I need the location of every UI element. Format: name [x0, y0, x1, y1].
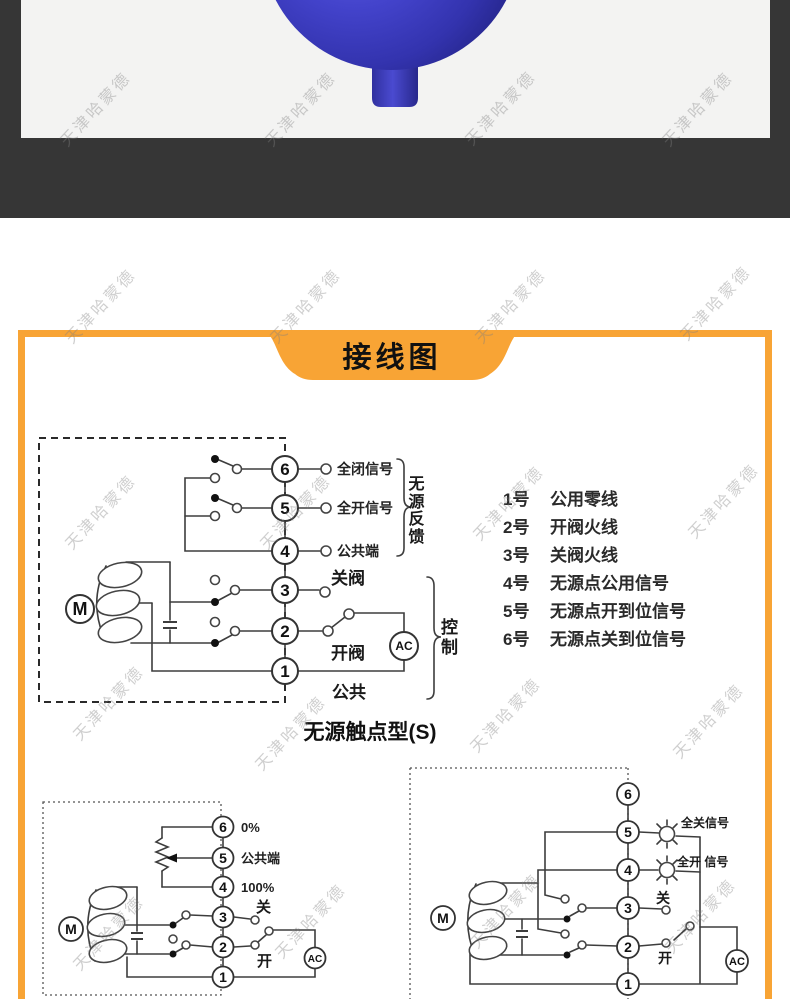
terminal-number: 1 — [219, 969, 227, 985]
label-common-terminal: 公共端 — [337, 543, 379, 559]
terminal-number: 4 — [624, 862, 632, 878]
legend-row: 5号无源点开到位信号 — [503, 595, 743, 623]
switch-contacts — [209, 455, 355, 647]
legend-terminal-desc: 无源点开到位信号 — [550, 601, 686, 621]
diagram-caption: 无源触点型(S) — [303, 721, 437, 744]
legend-terminal-desc: 关阀火线 — [550, 545, 618, 565]
label-close: 关 — [656, 890, 670, 906]
legend-terminal-number: 2号 — [503, 517, 530, 537]
capacitor — [516, 930, 528, 938]
terminal-number: 2 — [280, 622, 289, 641]
motor-symbol: M — [65, 561, 143, 644]
label-100-percent: 100% — [241, 880, 275, 895]
legend-terminal-number: 6号 — [503, 629, 530, 649]
ac-source: AC — [303, 946, 327, 970]
terminal-number: 3 — [280, 581, 289, 600]
lamp-open-icon — [656, 855, 678, 885]
legend-terminal-desc: 无源点公用信号 — [550, 573, 669, 593]
control-brace — [426, 576, 442, 700]
legend-terminal-desc: 无源点关到位信号 — [550, 629, 686, 649]
terminal-number: 6 — [624, 786, 632, 802]
label-close-valve: 关阀 — [331, 568, 365, 588]
motor-symbol: M — [430, 880, 508, 961]
product-photo-panel — [21, 0, 770, 138]
label-open-valve: 开阀 — [331, 643, 365, 663]
main-wiring-diagram: M 6 5 4 3 2 1 — [38, 437, 442, 703]
feedback-brace — [396, 458, 412, 557]
legend-terminal-number: 1号 — [503, 489, 530, 509]
wiper-arrowhead — [166, 853, 177, 863]
label-0-percent: 0% — [241, 820, 260, 835]
legend-terminal-desc: 公用零线 — [550, 489, 618, 509]
ac-label: AC — [729, 956, 745, 968]
ac-source: AC — [725, 949, 749, 973]
switch-contacts — [560, 894, 695, 959]
label-full-close-signal: 全关信号 — [680, 815, 729, 830]
label-open: 开 — [658, 950, 672, 966]
ac-source: AC — [389, 631, 419, 661]
terminal-strip: 6 5 4 3 2 1 — [271, 455, 299, 685]
bottom-left-diagram: M 6 5 4 3 2 1 AC 0% 公共端 — [42, 801, 327, 996]
label-close: 关 — [256, 898, 271, 916]
terminal-number: 5 — [280, 499, 289, 518]
capacitor — [131, 932, 143, 940]
control-group-label: 控制 — [441, 618, 458, 657]
legend-terminal-number: 5号 — [503, 601, 530, 621]
terminal-number: 2 — [219, 939, 227, 955]
terminal-number: 4 — [280, 542, 290, 561]
terminal-number: 3 — [624, 900, 632, 916]
product-hero-band — [0, 0, 790, 218]
banner-tab-shape — [260, 330, 525, 380]
terminal-strip: 6 5 4 3 2 1 — [211, 815, 235, 989]
label-common: 公共 — [332, 683, 366, 702]
legend-row: 4号无源点公用信号 — [503, 567, 743, 595]
legend-row: 2号开阀火线 — [503, 511, 743, 539]
legend-row: 3号关阀火线 — [503, 539, 743, 567]
motor-label: M — [73, 599, 88, 619]
terminal-strip: 6 5 4 3 2 1 — [616, 782, 640, 996]
switch-contacts — [168, 910, 274, 958]
feedback-group-label: 无源反馈 — [408, 476, 425, 546]
legend-row: 6号无源点关到位信号 — [503, 623, 743, 651]
potentiometer-resistor — [153, 837, 171, 872]
terminal-number: 3 — [219, 909, 227, 925]
wiring-card: 接线图 — [18, 330, 772, 999]
label-full-open-signal: 全开 信号 — [676, 854, 728, 869]
label-common-terminal: 公共端 — [241, 851, 280, 866]
motor-label: M — [437, 910, 449, 926]
terminal-number: 1 — [624, 976, 632, 992]
dotted-enclosure — [42, 801, 222, 996]
label-open: 开 — [257, 953, 272, 970]
motor-symbol: M — [58, 885, 128, 964]
terminal-number: 5 — [624, 824, 632, 840]
bottom-right-diagram: M 6 5 — [409, 767, 749, 999]
legend-terminal-number: 4号 — [503, 573, 530, 593]
wiring-banner: 接线图 — [260, 330, 525, 380]
terminal-number: 5 — [219, 850, 227, 866]
terminal-number: 6 — [219, 819, 227, 835]
terminal-number: 6 — [280, 460, 289, 479]
terminal-number: 4 — [219, 879, 227, 895]
terminal-number: 1 — [280, 662, 289, 681]
lamp-close-icon — [656, 819, 678, 849]
capacitor — [163, 621, 177, 629]
actuator-stem — [372, 62, 418, 107]
legend-row: 1号公用零线 — [503, 483, 743, 511]
wiring-banner-title: 接线图 — [342, 341, 441, 374]
product-photo — [275, 0, 507, 107]
terminal-number: 2 — [624, 939, 632, 955]
legend-terminal-number: 3号 — [503, 545, 530, 565]
label-closed-signal: 全闭信号 — [336, 461, 393, 477]
legend-terminal-desc: 开阀火线 — [550, 517, 618, 537]
ac-label: AC — [308, 954, 322, 965]
actuator-dome — [275, 0, 507, 70]
ac-label: AC — [395, 639, 413, 653]
terminal-legend: 1号公用零线 2号开阀火线 3号关阀火线 4号无源点公用信号 5号无源点开到位信… — [503, 483, 743, 651]
dashed-enclosure — [38, 437, 286, 703]
motor-label: M — [65, 921, 77, 937]
wires — [125, 459, 405, 672]
label-open-signal: 全开信号 — [336, 500, 393, 516]
